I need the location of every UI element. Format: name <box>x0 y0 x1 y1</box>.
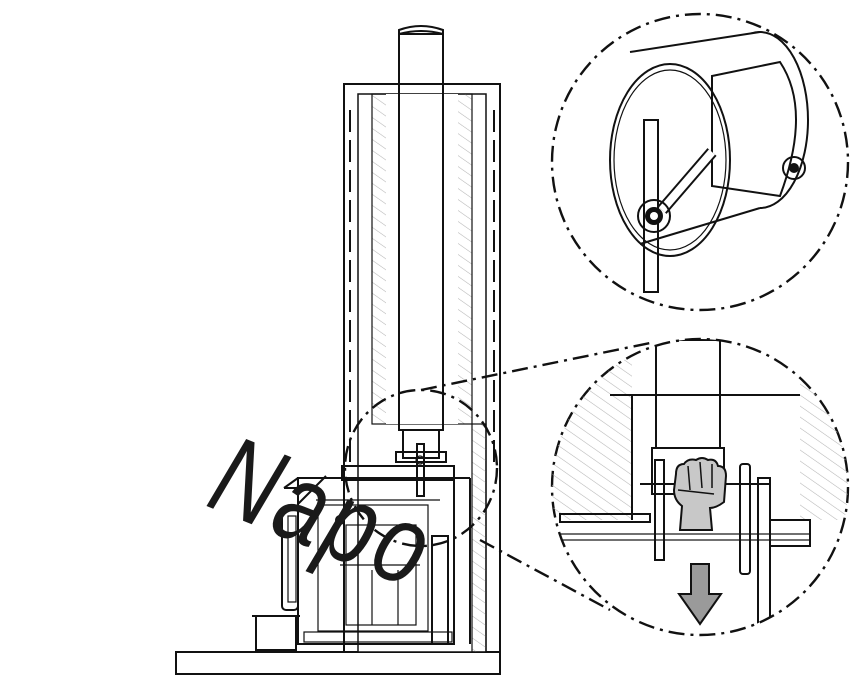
hand-pull-detail-callout <box>550 337 850 637</box>
detail-marker-circle <box>343 388 499 548</box>
floor-slab <box>175 651 501 675</box>
pull-down-arrow-icon <box>677 563 723 626</box>
stove-body <box>283 465 471 645</box>
damper-lever[interactable] <box>415 443 425 497</box>
flexible-flue-pipe <box>395 25 447 463</box>
hand-fist-icon <box>672 457 728 531</box>
ash-pan[interactable] <box>252 615 300 651</box>
stove-door[interactable] <box>281 475 327 611</box>
damper-detail-callout <box>550 12 850 312</box>
callout-leaders <box>420 340 656 612</box>
